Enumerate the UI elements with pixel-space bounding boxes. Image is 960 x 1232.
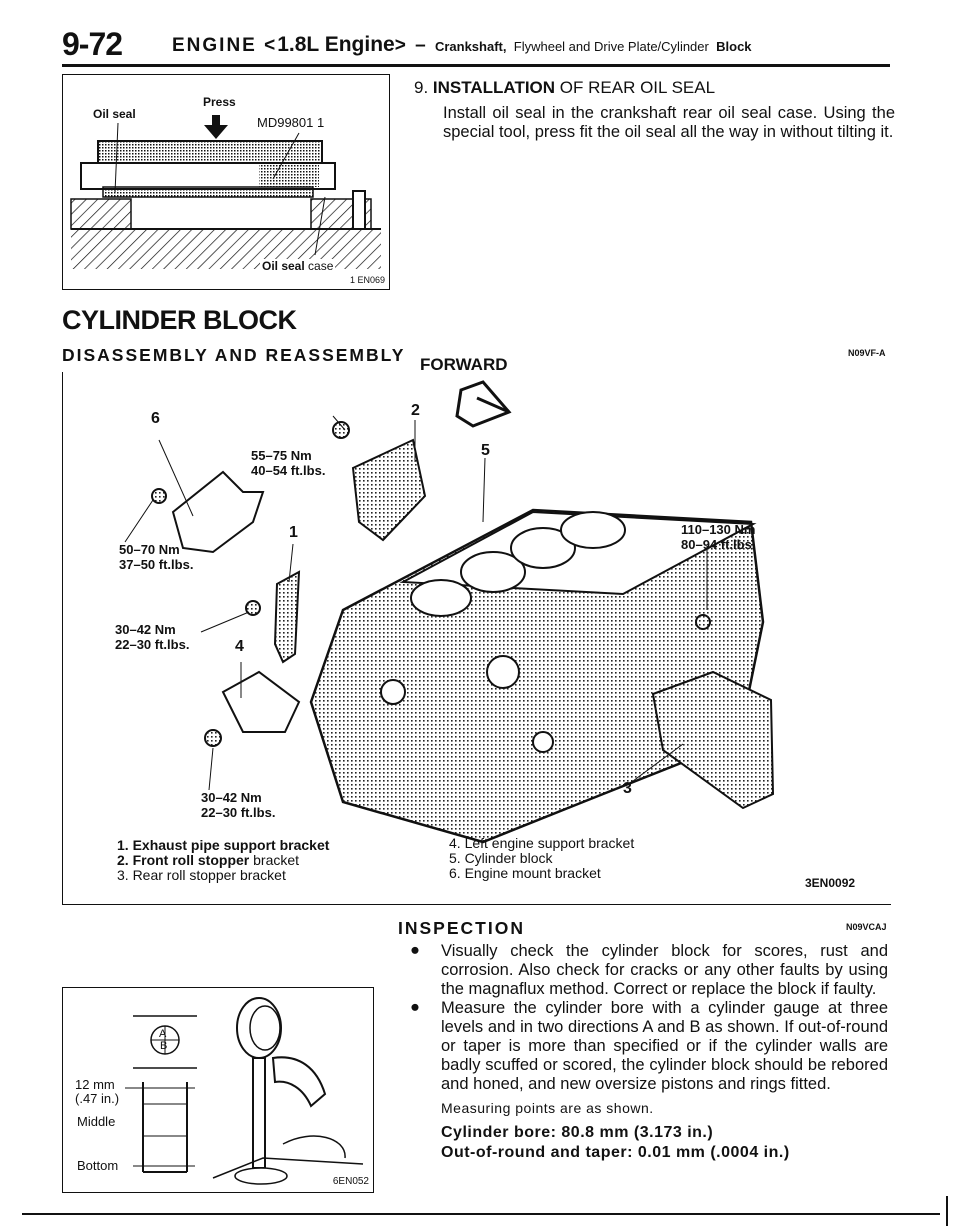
bullet-dot-2: ● [410, 998, 420, 1016]
dim-in: (.47 in.) [75, 1091, 120, 1106]
dim-12mm: 12 mm (.47 in.) [75, 1078, 119, 1106]
torque-b-nm: 50–70 Nm [119, 542, 180, 557]
legend-item-6: 6. Engine mount bracket [449, 865, 601, 881]
oil-seal-drawing [70, 115, 381, 269]
section-code: N09VF-A [848, 348, 886, 358]
inspection-bullet-1-text: Visually check the cylinder block for sc… [441, 942, 888, 998]
callout-4: 4 [235, 638, 244, 655]
legend-left: 1. Exhaust pipe support bracket 2. Front… [117, 838, 329, 883]
exploded-view-figure: 6 2 5 1 4 3 55–75 Nm 40–54 ft.lbs. 50–70… [62, 372, 891, 905]
torque-spec-b: 50–70 Nm 37–50 ft.lbs. [119, 542, 193, 572]
bottom-label: Bottom [77, 1158, 119, 1173]
installation-heading-num: 9. [414, 78, 429, 97]
page-header-title: ENGINE <1.8L Engine> – Crankshaft, Flywh… [172, 33, 752, 57]
torque-a-ft: 40–54 ft.lbs. [251, 463, 326, 478]
special-tool-label: MD99801 1 [257, 115, 325, 130]
header-subtitle-rest: Flywheel and Drive Plate/Cylinder [513, 39, 709, 54]
exploded-view-drawing [124, 380, 775, 844]
page-number: 9-72 [62, 26, 123, 62]
torque-spec-e: 110–130 Nm 80–94 ft.lbs. [681, 522, 755, 552]
legend-item-4: 4. Left engine support bracket [449, 835, 635, 851]
press-label: Press [203, 95, 236, 109]
installation-heading-bold: INSTALLATION [432, 78, 556, 97]
case-label-a: Oil seal [262, 259, 305, 273]
legend-item-2: 2. Front roll stopper bracket [117, 853, 329, 868]
oil-seal-figure: Oil seal Press MD99801 1 Oil seal case 1… [62, 74, 390, 290]
legend-item-2-rest: bracket [253, 852, 300, 868]
torque-a-nm: 55–75 Nm [251, 448, 312, 463]
spec-out-of-round: Out-of-round and taper: 0.01 mm (.0004 i… [441, 1144, 790, 1161]
header-rule [62, 64, 890, 67]
callout-2: 2 [411, 402, 420, 419]
callout-5: 5 [481, 442, 490, 459]
bore-figure-code: 6EN052 [332, 1176, 369, 1187]
bore-gauge-drawing [125, 997, 364, 1185]
inspection-code: N09VCAJ [846, 922, 887, 932]
torque-c-nm: 30–42 Nm [115, 622, 176, 637]
case-label-b: case [308, 259, 334, 273]
oil-seal-case-label: Oil seal case [260, 259, 336, 273]
inspection-note: Measuring points are as shown. [441, 1100, 654, 1116]
installation-heading-rest: OF REAR OIL SEAL [559, 78, 716, 97]
inspection-bullet-2-text: Measure the cylinder bore with a cylinde… [441, 999, 888, 1093]
inspection-bullet-1: ● Visually check the cylinder block for … [408, 941, 888, 999]
header-engine-variant: 1.8L Engine [277, 33, 395, 56]
spec-cylinder-bore: Cylinder bore: 80.8 mm (3.173 in.) [441, 1124, 714, 1141]
legend-item-5: 5. Cylinder block [449, 850, 553, 866]
header-subtitle-block: Block [716, 39, 752, 54]
torque-spec-a: 55–75 Nm 40–54 ft.lbs. [251, 448, 325, 478]
footer-rule [22, 1213, 940, 1215]
header-subtitle-crank: Crankshaft, [434, 39, 507, 54]
disassembly-heading: DISASSEMBLY AND REASSEMBLY [62, 345, 406, 365]
torque-e-ft: 80–94 ft.lbs. [681, 537, 756, 552]
forward-label: FORWARD [420, 355, 508, 374]
dim-mm: 12 mm [75, 1077, 115, 1092]
direction-a-label: A [159, 1028, 167, 1040]
torque-spec-c: 30–42 Nm 22–30 ft.lbs. [115, 622, 189, 652]
legend-right: 4. Left engine support bracket 5. Cylind… [449, 836, 634, 881]
callout-1: 1 [289, 524, 298, 541]
installation-heading: 9. INSTALLATION OF REAR OIL SEAL [414, 78, 715, 98]
direction-b-label: B [160, 1040, 168, 1052]
inspection-list: ● Visually check the cylinder block for … [408, 941, 888, 1162]
torque-e-nm: 110–130 Nm [681, 522, 756, 537]
bullet-dot-1: ● [410, 941, 420, 959]
cylinder-block-title: CYLINDER BLOCK [62, 305, 297, 335]
middle-label: Middle [77, 1114, 116, 1129]
torque-spec-d: 30–42 Nm 22–30 ft.lbs. [201, 790, 275, 820]
callout-6: 6 [151, 410, 160, 427]
oil-seal-label: Oil seal [93, 107, 136, 121]
exploded-view-figure-code: 3EN0092 [805, 876, 856, 890]
installation-paragraph: Install oil seal in the crankshaft rear … [443, 104, 895, 141]
header-engine-prefix: ENGINE < [172, 35, 278, 56]
torque-d-ft: 22–30 ft.lbs. [201, 805, 276, 820]
callout-3: 3 [623, 780, 632, 797]
legend-item-2-bold: 2. Front roll stopper [117, 852, 250, 868]
torque-b-ft: 37–50 ft.lbs. [119, 557, 194, 572]
inspection-bullet-2: ● Measure the cylinder bore with a cylin… [408, 998, 888, 1094]
inspection-heading: INSPECTION [398, 918, 525, 938]
footer-tick [946, 1196, 948, 1226]
torque-d-nm: 30–42 Nm [201, 790, 262, 805]
bore-measurement-figure: A B 12 mm (.47 in.) Middle Bottom 6EN052 [62, 987, 374, 1193]
legend-item-1: 1. Exhaust pipe support bracket [117, 837, 330, 853]
header-engine-suffix: > – [394, 35, 428, 56]
oil-seal-figure-code: 1 EN069 [349, 275, 385, 285]
torque-c-ft: 22–30 ft.lbs. [115, 637, 190, 652]
legend-item-3: 3. Rear roll stopper bracket [117, 867, 286, 883]
